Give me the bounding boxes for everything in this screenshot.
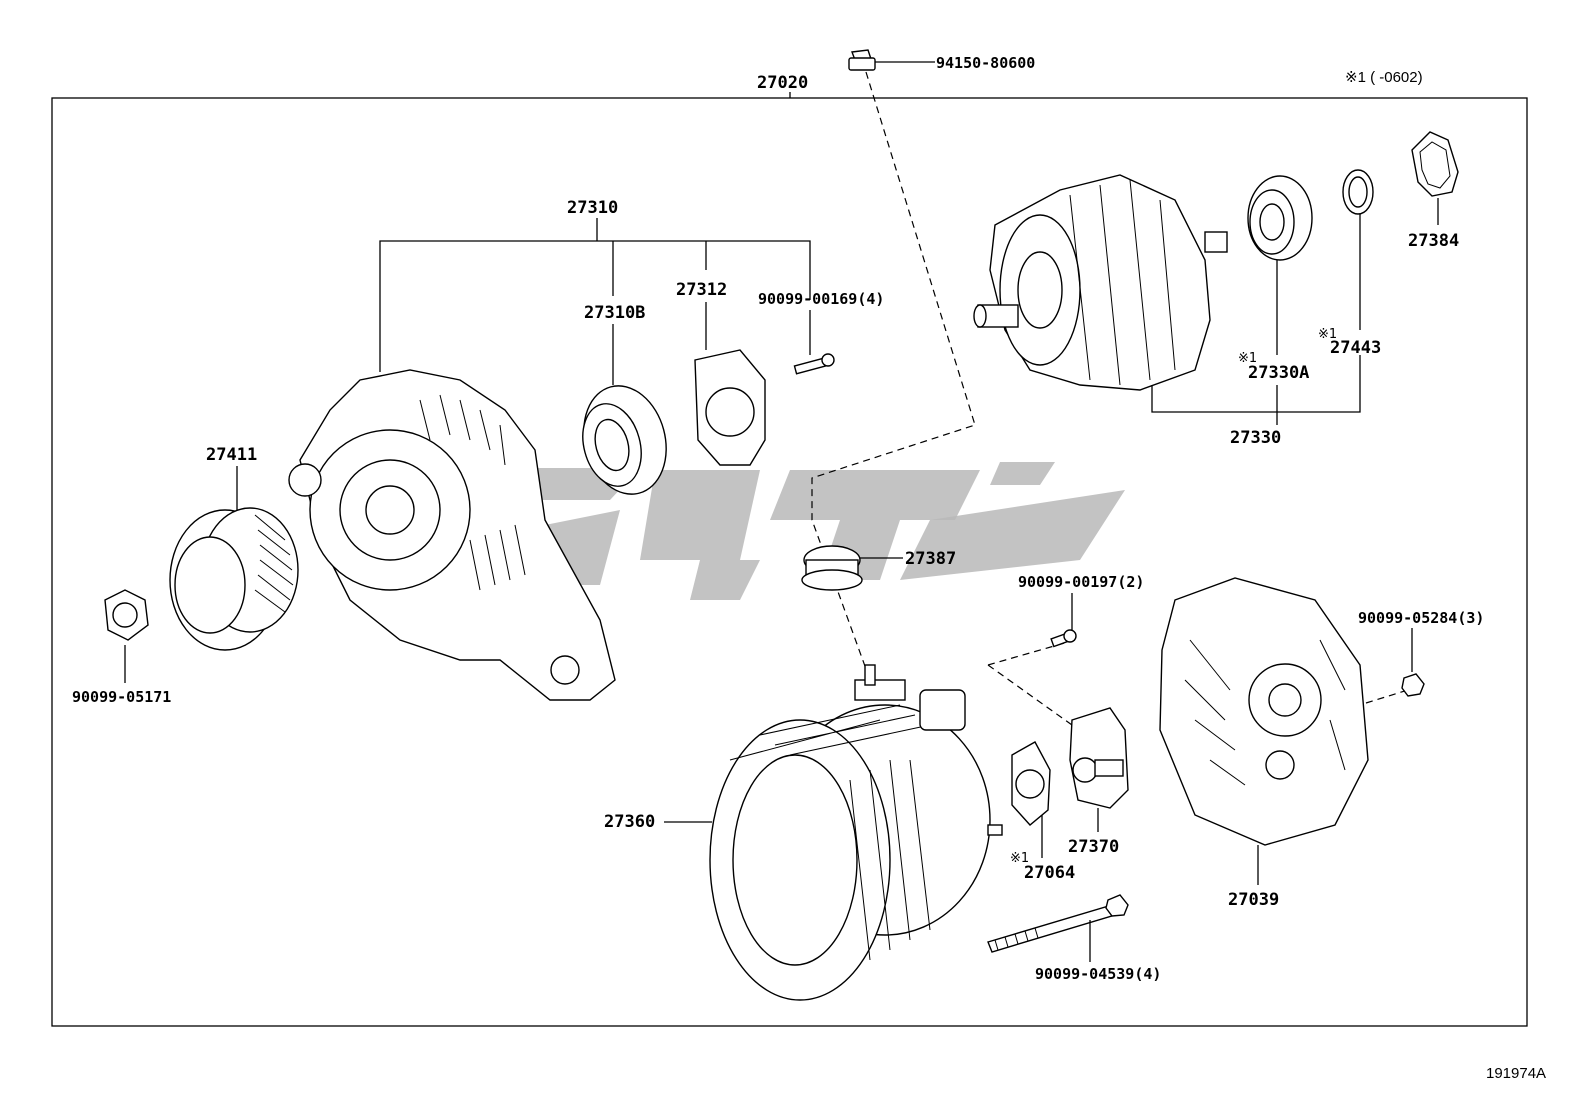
label-27310B: 27310B — [584, 303, 645, 323]
label-27330: 27330 — [1230, 428, 1281, 448]
label-90099-04539: 90099-04539(4) — [1035, 965, 1161, 983]
watermark-logo — [470, 462, 1125, 600]
label-90099-05171: 90099-05171 — [72, 688, 171, 706]
grommet-27387-part[interactable] — [801, 545, 863, 591]
label-27039: 27039 — [1228, 890, 1279, 910]
cover-27384-part[interactable] — [1411, 131, 1459, 197]
label-27310: 27310 — [567, 198, 618, 218]
rear-cover-27039-part[interactable] — [1159, 577, 1369, 846]
assembly-label: 27020 — [757, 73, 808, 93]
label-27330A: 27330A — [1248, 363, 1309, 383]
label-90099-00169: 90099-00169(4) — [758, 290, 884, 308]
stator-27360-part[interactable] — [709, 664, 1003, 1001]
footnote-27443: ※1 — [1318, 327, 1337, 342]
footnote-27330A: ※1 — [1238, 351, 1257, 366]
label-90099-05284: 90099-05284(3) — [1358, 609, 1484, 627]
bearing-27330A-part[interactable] — [1247, 175, 1313, 261]
date-note: ※1 ( -0602) — [1345, 69, 1423, 86]
label-27384: 27384 — [1408, 231, 1459, 251]
rotor-27330-part[interactable] — [973, 174, 1228, 391]
label-27064: 27064 — [1024, 863, 1075, 883]
pulley-27411-part[interactable] — [169, 507, 299, 651]
washer-27443-part[interactable] — [1342, 169, 1374, 215]
top-bolt-label: 94150-80600 — [936, 54, 1035, 72]
nut-90099-05284-part[interactable] — [1401, 673, 1425, 697]
label-27443: 27443 — [1330, 338, 1381, 358]
label-27387: 27387 — [905, 549, 956, 569]
nut-90099-05171-part[interactable] — [104, 589, 149, 641]
footnote-27064: ※1 — [1010, 851, 1029, 866]
label-27370: 27370 — [1068, 837, 1119, 857]
bearing-27310B-part[interactable] — [572, 377, 678, 504]
bolt-90099-04539-part[interactable] — [987, 894, 1129, 953]
label-27411: 27411 — [206, 445, 257, 465]
label-90099-00197: 90099-00197(2) — [1018, 573, 1144, 591]
gasket-27064-part[interactable] — [1011, 741, 1051, 826]
top-bolt-part[interactable] — [848, 49, 876, 71]
plate-27312-part[interactable] — [694, 349, 766, 466]
front-housing-part[interactable] — [288, 369, 616, 701]
screw-90099-00197-part[interactable] — [1050, 629, 1077, 648]
footer-code: 191974A — [1486, 1065, 1546, 1082]
label-27360: 27360 — [604, 812, 655, 832]
label-27312: 27312 — [676, 280, 727, 300]
screw-90099-00169-part[interactable] — [793, 353, 835, 375]
regulator-27370-part[interactable] — [1069, 707, 1129, 809]
